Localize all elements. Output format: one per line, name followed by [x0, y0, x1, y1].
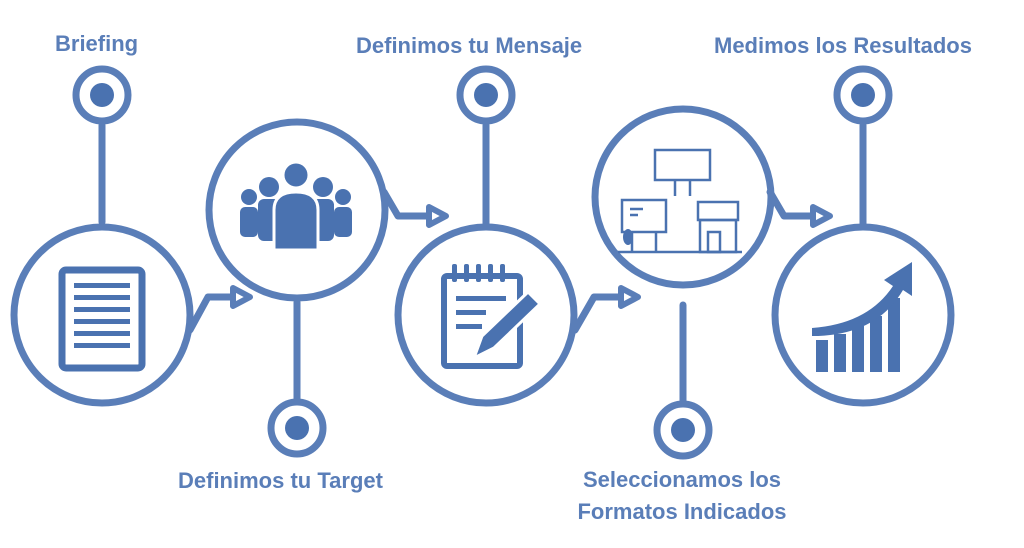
arrow-connector-4 [766, 188, 816, 220]
step2-pin-circle [267, 398, 327, 458]
step1-circle [10, 223, 194, 407]
growth-chart-icon [812, 262, 912, 372]
step4-label-line2: Formatos Indicados [577, 499, 787, 524]
step4-label: Seleccionamos los Formatos Indicados [560, 464, 804, 528]
arrow-connector-3 [571, 293, 624, 334]
step3-circle [394, 223, 578, 407]
step2-pin-dot [285, 416, 309, 440]
arrow-connector-2 [380, 188, 432, 220]
step1-pin-circle [72, 65, 132, 125]
step5-circle [771, 223, 955, 407]
step3-label: Definimos tu Mensaje [356, 33, 583, 58]
document-icon [58, 266, 146, 372]
billboards-icon [618, 148, 742, 254]
step2-circle [205, 118, 389, 302]
step4-label-line1: Seleccionamos los [582, 467, 782, 492]
step2-label: Definimos tu Target [178, 468, 383, 493]
step1-label: Briefing [55, 31, 139, 56]
step4-pin-circle [653, 400, 713, 460]
arrowhead-2 [426, 204, 449, 228]
people-group-icon [240, 160, 352, 252]
step4-circle [591, 105, 775, 289]
arrowhead-3 [618, 285, 641, 309]
step3-pin-dot [474, 83, 498, 107]
step4-pin-dot [671, 418, 695, 442]
arrowhead-1 [230, 285, 253, 309]
notepad-pencil-icon [441, 264, 543, 369]
step5-label: Medimos los Resultados [714, 33, 972, 58]
arrowhead-4 [810, 204, 833, 228]
step1-pin-dot [90, 83, 114, 107]
step5-pin-circle [833, 65, 893, 125]
step5-pin-dot [851, 83, 875, 107]
arrow-connector-1 [186, 293, 236, 334]
step3-pin-circle [456, 65, 516, 125]
